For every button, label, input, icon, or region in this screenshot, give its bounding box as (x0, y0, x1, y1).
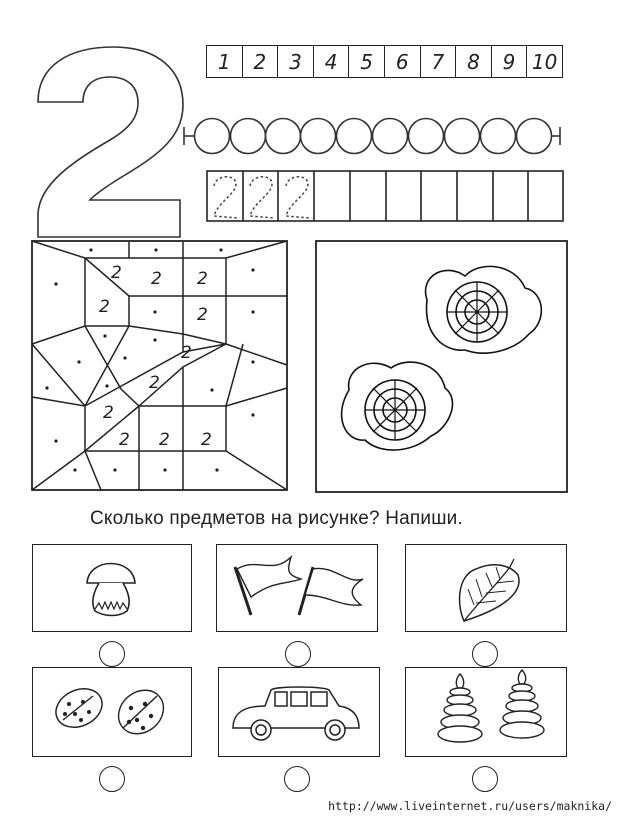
number-cell: 5 (349, 46, 385, 77)
tracing-row (206, 170, 564, 222)
answer-circle-leaf[interactable] (472, 641, 498, 667)
svg-text:2: 2 (197, 269, 208, 289)
svg-text:2: 2 (151, 269, 162, 289)
flag-icon (233, 554, 364, 616)
answer-circle-flags[interactable] (285, 641, 311, 667)
counting-card-ladybugs (32, 667, 192, 757)
ladybug-icon (55, 688, 165, 735)
leaf-icon (458, 558, 520, 622)
svg-text:2: 2 (181, 343, 192, 363)
answer-circle-pyramids[interactable] (472, 766, 498, 792)
pyramid-toy-icon (437, 669, 545, 743)
big-digit-two (30, 45, 195, 240)
number-cell: 6 (385, 46, 421, 77)
svg-text:2: 2 (197, 305, 208, 325)
counting-card-flags (216, 544, 378, 632)
svg-text:2: 2 (149, 373, 160, 393)
svg-text:2: 2 (119, 430, 130, 450)
number-cell: 8 (456, 46, 492, 77)
task-instruction: Сколько предметов на рисунке? Напиши. (90, 508, 463, 529)
counting-card-mushroom (32, 544, 192, 632)
number-cell: 10 (531, 49, 558, 74)
answer-circle-mushroom[interactable] (99, 641, 125, 667)
number-cell: 2 (243, 46, 279, 77)
number-cell: 7 (421, 46, 457, 77)
svg-text:2: 2 (111, 263, 122, 283)
mushroom-icon (86, 562, 136, 617)
number-strip: 1 2 3 4 5 6 7 8 9 10 (206, 45, 563, 78)
counting-card-car (218, 667, 380, 757)
svg-text:2: 2 (159, 430, 170, 450)
bead-string (182, 115, 574, 157)
number-cell: 4 (314, 46, 350, 77)
number-cell: 9 (492, 46, 528, 77)
answer-circle-car[interactable] (284, 766, 310, 792)
cabbage-icon (340, 361, 454, 451)
counting-card-leaf (405, 544, 567, 632)
svg-text:2: 2 (201, 430, 212, 450)
source-url: http://www.liveinternet.ru/users/maknika… (328, 799, 612, 813)
car-icon (232, 686, 360, 741)
cabbage-icon (424, 265, 543, 354)
number-cell: 1 (207, 46, 243, 77)
counting-card-pyramids (405, 667, 567, 757)
svg-text:2: 2 (103, 403, 114, 423)
answer-circle-ladybugs[interactable] (99, 766, 125, 792)
svg-text:2: 2 (99, 297, 110, 317)
cabbage-picture-frame (315, 240, 569, 494)
number-cell: 3 (278, 46, 314, 77)
